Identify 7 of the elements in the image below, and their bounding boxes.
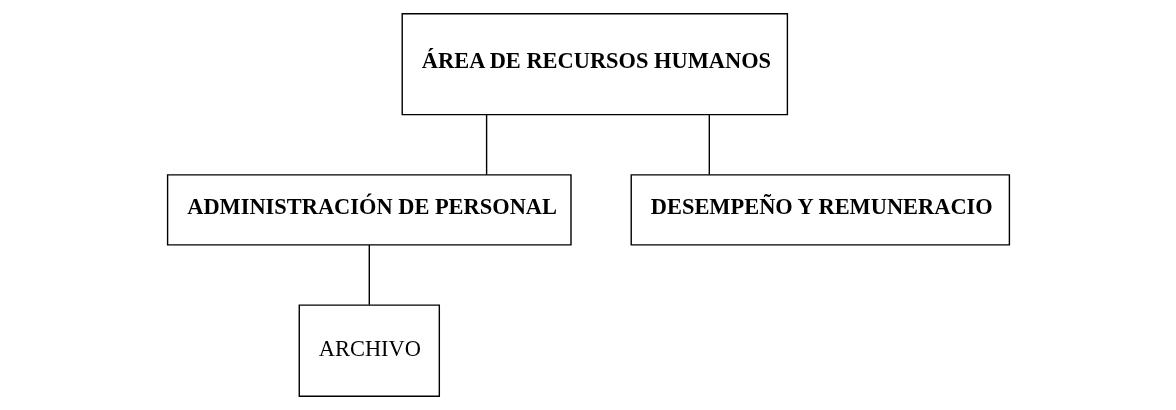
node-box: DESEMPEÑO Y REMUNERACIO <box>630 174 1010 246</box>
connector <box>368 244 370 306</box>
connector <box>708 114 710 176</box>
node-box: ÁREA DE RECURSOS HUMANOS <box>401 13 788 116</box>
node-box: ARCHIVO <box>298 304 440 397</box>
node-box: ADMINISTRACIÓN DE PERSONAL <box>166 174 572 246</box>
connector <box>485 114 487 176</box>
